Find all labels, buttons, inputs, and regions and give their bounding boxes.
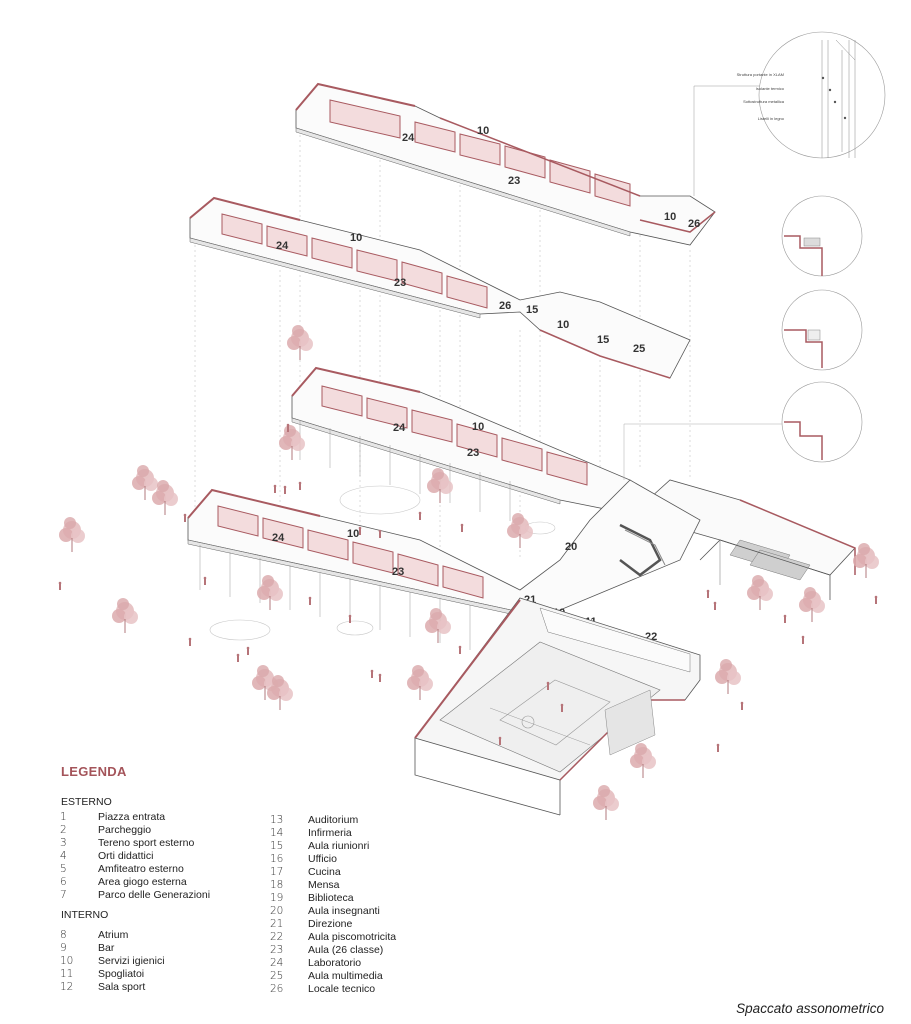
room-label: 24: [402, 132, 415, 144]
wall-detail-callouts: Struttura portante in XLAM Isolante term…: [623, 31, 886, 480]
auditorium-wing: [649, 479, 856, 600]
room-label: 24: [393, 422, 406, 434]
room-label: 25: [633, 343, 645, 355]
room-label: 24: [276, 240, 289, 252]
floor-3-plan: 10 24 23 26 15 10 15 25: [189, 196, 691, 379]
room-label: 10: [557, 319, 569, 331]
drawing-caption: Spaccato assonometrico: [736, 1001, 884, 1016]
room-label: 26: [499, 300, 511, 312]
room-label: 10: [350, 232, 362, 244]
room-label: 15: [526, 304, 538, 316]
legend-title: LEGENDA: [61, 764, 127, 779]
gym-block: [414, 597, 701, 816]
room-label: 20: [565, 541, 577, 553]
floor-2-plan: 24 10 23 10 26: [291, 366, 711, 521]
room-label: 23: [467, 447, 479, 459]
detail-label: Struttura portante in XLAM: [737, 72, 784, 77]
room-label: 24: [272, 532, 285, 544]
room-label: 10: [477, 125, 489, 137]
room-label: 10: [664, 211, 676, 223]
room-label: 23: [392, 566, 404, 578]
legend-section-esterno: ESTERNO: [61, 796, 112, 808]
room-label: 15: [597, 334, 609, 346]
detail-label: Listelli in legno: [758, 116, 785, 121]
room-label: 10: [347, 528, 359, 540]
detail-label: Sottostruttura metallica: [743, 99, 785, 104]
detail-label: Isolante termico: [756, 86, 785, 91]
room-label: 26: [688, 218, 700, 230]
room-label: 23: [394, 277, 406, 289]
room-label: 10: [472, 421, 484, 433]
room-label: 23: [508, 175, 520, 187]
legend-section-interno: INTERNO: [61, 909, 109, 921]
floor-4-plan: 24 10 23 10 26: [295, 82, 716, 246]
